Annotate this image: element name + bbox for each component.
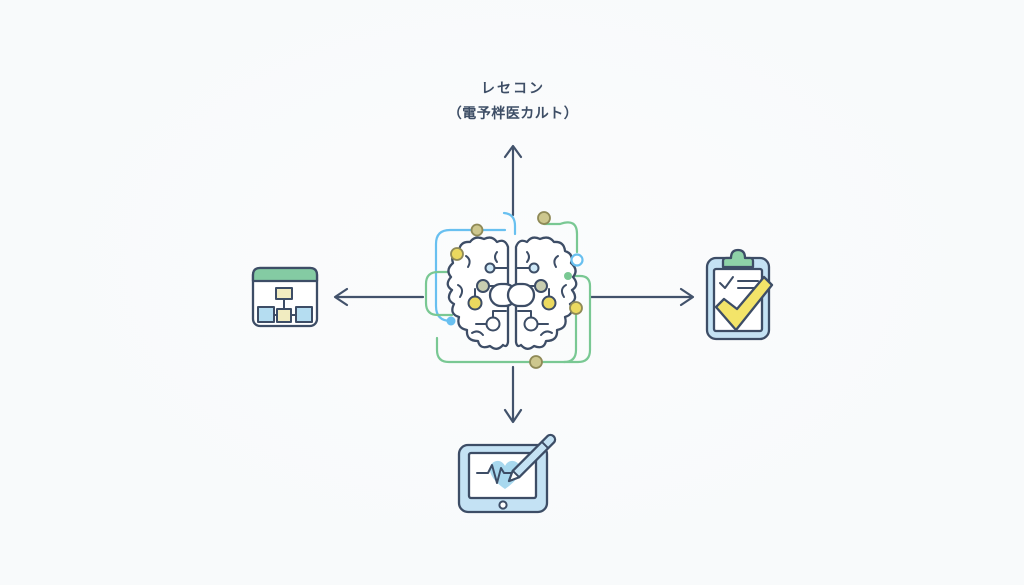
brain-outline <box>446 236 578 350</box>
top-label: レセコン （電予柈医カルト） <box>363 76 663 126</box>
window-header <box>251 266 319 283</box>
checklist-clipboard-icon <box>705 248 774 341</box>
medical-tablet-stylus-icon <box>457 433 557 514</box>
small-checkmark <box>719 276 734 289</box>
arrow-up <box>503 144 523 217</box>
stylus <box>507 433 557 483</box>
clipboard-clip <box>721 248 755 269</box>
top-label-line1: レセコン <box>481 80 545 96</box>
circuit-nodes <box>446 211 584 369</box>
ai-brain-circuit-icon <box>424 211 592 369</box>
big-checkmark <box>714 275 774 332</box>
top-label-line2: （電予柈医カルト） <box>447 105 579 121</box>
arrow-right <box>589 287 695 307</box>
ecg-line <box>476 464 520 484</box>
circuit-frame <box>424 211 592 364</box>
arrow-down <box>503 365 523 424</box>
org-chart-window-icon <box>251 266 319 328</box>
arrow-left <box>333 287 425 307</box>
home-button <box>498 500 508 510</box>
